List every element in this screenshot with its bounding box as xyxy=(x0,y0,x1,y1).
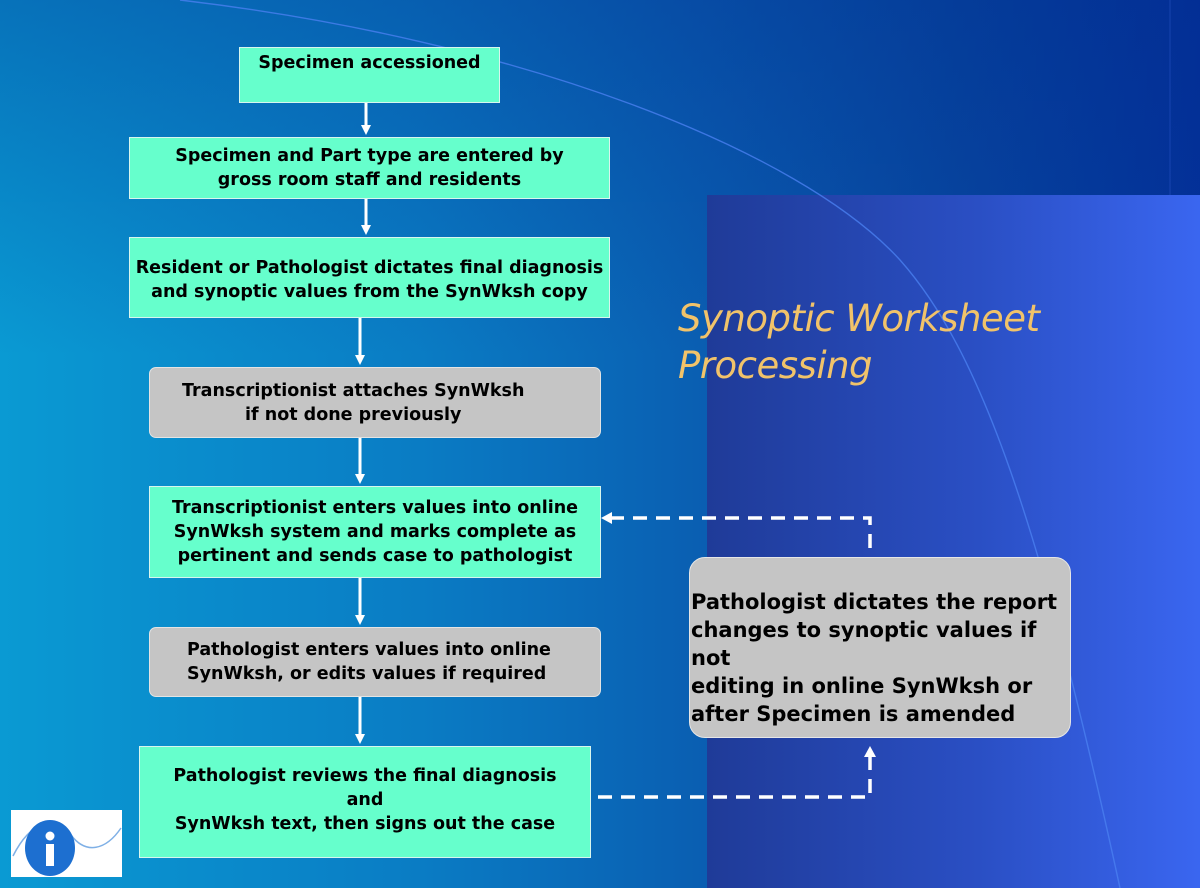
dashed-arrow-to-side-note-icon xyxy=(598,746,876,799)
side-note-box: Pathologist dictates the report changes … xyxy=(689,557,1071,738)
step-specimen-accessioned: Specimen accessioned xyxy=(239,47,500,103)
step-specimen-part-type: Specimen and Part type are entered by gr… xyxy=(129,137,610,199)
right-panel-background xyxy=(707,195,1200,888)
step-2-text: Specimen and Part type are entered by gr… xyxy=(175,146,564,190)
step-review-sign-out: Pathologist reviews the final diagnosis … xyxy=(139,746,591,858)
dashed-arrow-to-step5-icon xyxy=(601,512,872,548)
slide-title: Synoptic Worksheet Processing xyxy=(678,295,1098,389)
step-4-text: Transcriptionist attaches SynWksh if not… xyxy=(182,380,525,425)
step-1-text: Specimen accessioned xyxy=(258,53,481,73)
step-pathologist-enters-values: Pathologist enters values into online Sy… xyxy=(149,627,601,697)
step-enter-values-online: Transcriptionist enters values into onli… xyxy=(149,486,601,578)
step-dictate-diagnosis: Resident or Pathologist dictates final d… xyxy=(129,237,610,318)
title-line-2: Processing xyxy=(678,344,873,387)
step-7-text: Pathologist reviews the final diagnosis … xyxy=(173,766,557,834)
step-6-text: Pathologist enters values into online Sy… xyxy=(187,640,551,684)
info-i-logo-icon xyxy=(11,810,122,877)
step-3-text: Resident or Pathologist dictates final d… xyxy=(135,258,604,302)
step-attach-synwksh: Transcriptionist attaches SynWksh if not… xyxy=(149,367,601,438)
title-line-1: Synoptic Worksheet xyxy=(678,297,1040,340)
step-5-text: Transcriptionist enters values into onli… xyxy=(171,498,579,566)
side-note-text: Pathologist dictates the report changes … xyxy=(691,590,1058,726)
